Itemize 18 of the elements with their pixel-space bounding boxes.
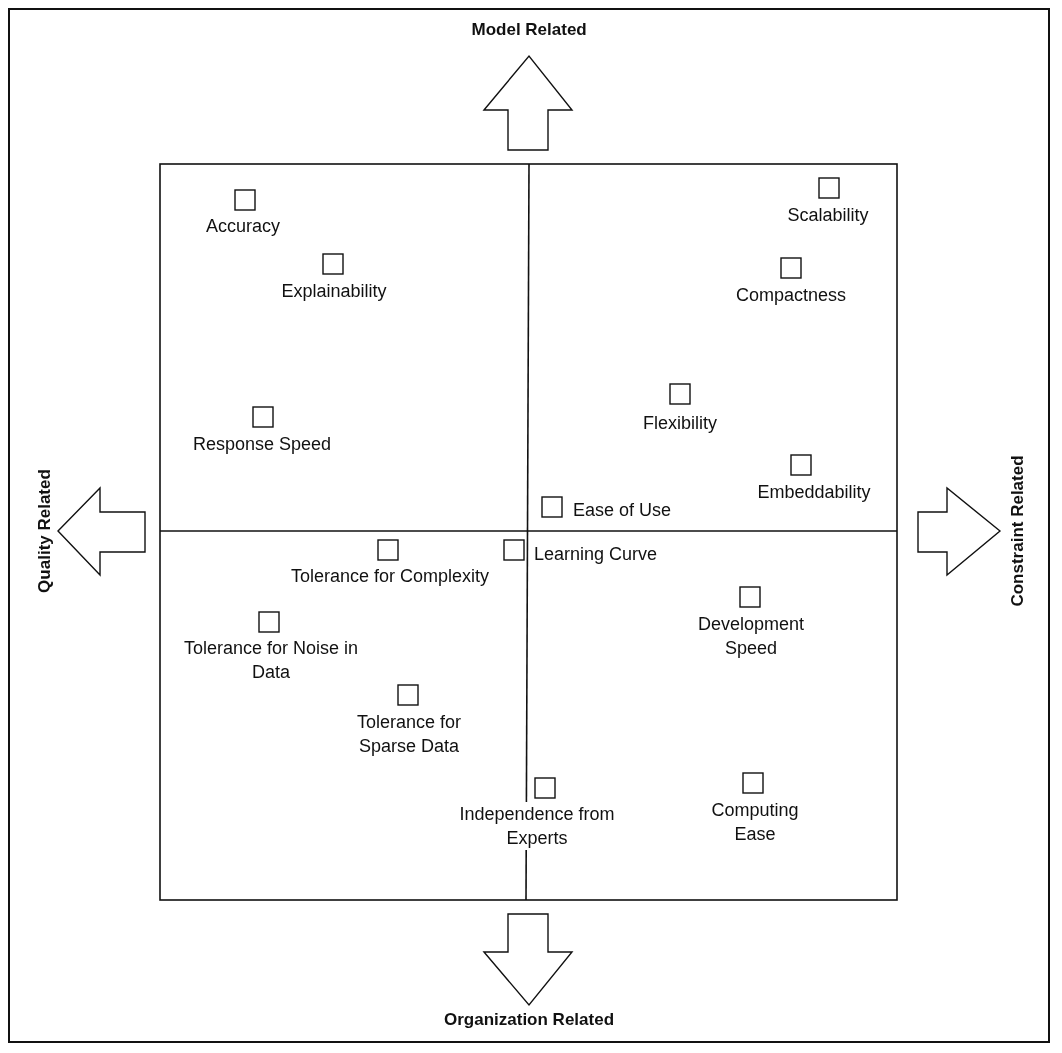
item-label: Development Speed	[696, 613, 806, 660]
item-label: Scalability	[787, 204, 869, 227]
item-label: Accuracy	[206, 215, 281, 238]
item-label: Tolerance for Noise in Data	[183, 637, 359, 684]
item-label: Ease of Use	[573, 499, 672, 522]
axis-label: Quality Related	[34, 469, 55, 593]
item-label: Computing Ease	[710, 799, 800, 846]
axis-label: Constraint Related	[1007, 455, 1028, 607]
item-label: Embeddability	[757, 481, 871, 504]
axis-label: Model Related	[471, 20, 587, 40]
item-label: Tolerance for Sparse Data	[355, 711, 463, 758]
item-label: Response Speed	[193, 433, 332, 456]
item-label: Tolerance for Complexity	[291, 565, 490, 588]
item-label: Learning Curve	[534, 543, 658, 566]
item-label: Flexibility	[643, 412, 717, 435]
item-label: Compactness	[736, 284, 847, 307]
axis-label: Organization Related	[444, 1010, 615, 1030]
item-label: Explainability	[281, 280, 387, 303]
